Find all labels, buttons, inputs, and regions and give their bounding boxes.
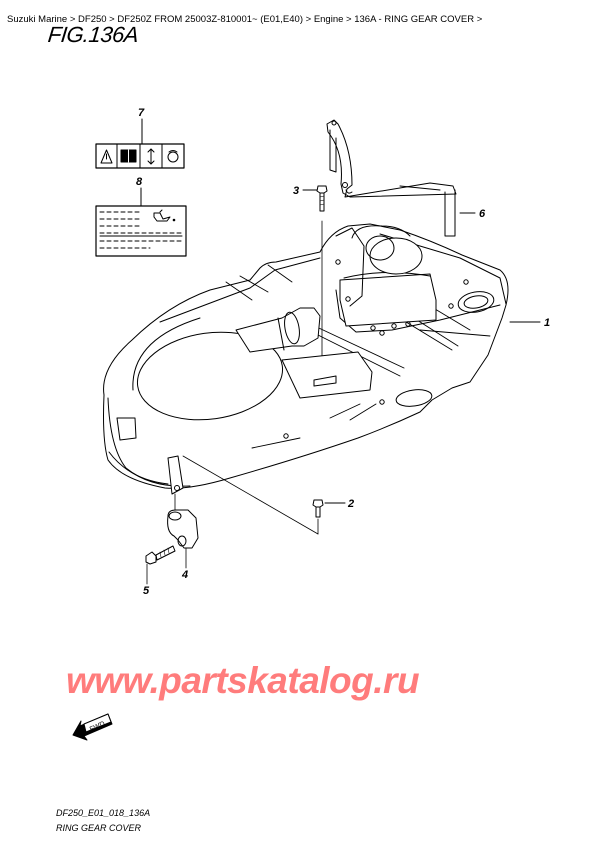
callout-7: 7 — [138, 107, 145, 119]
breadcrumb-item-engine[interactable]: Engine — [313, 14, 344, 25]
fwd-direction-icon: FWD — [72, 713, 113, 741]
callout-6: 6 — [479, 208, 486, 220]
breadcrumb-separator: > — [106, 14, 118, 25]
warning-triangle-icon — [100, 149, 113, 164]
callout-1: 1 — [544, 317, 550, 329]
callout-4: 4 — [181, 569, 188, 581]
up-down-arrow-icon — [147, 148, 155, 165]
breadcrumb-item-suzuki-marine[interactable]: Suzuki Marine — [7, 14, 68, 25]
breadcrumb-item-ring-gear-cover[interactable]: 136A - RING GEAR COVER — [354, 14, 475, 25]
oil-caution-label-part-8[interactable]: 8 — [95, 176, 187, 257]
breadcrumb-separator: > — [343, 14, 355, 25]
bolt-part-2[interactable]: 2 — [312, 498, 354, 535]
engine-cover-icon — [167, 150, 179, 163]
breadcrumb-separator: > — [67, 14, 79, 25]
oil-can-icon — [153, 209, 176, 222]
breadcrumb-item-model[interactable]: DF250Z FROM 25003Z-810001~ (E01,E40) — [117, 14, 303, 25]
drawing-code: DF250_E01_018_136A — [56, 808, 151, 818]
hose-guide-bracket-part-6[interactable]: 6 — [326, 119, 486, 237]
ring-gear-cover-part-1[interactable]: 1 — [103, 223, 551, 495]
breadcrumb: Suzuki Marine > DF250 > DF250Z FROM 2500… — [7, 14, 482, 25]
breadcrumb-separator: > — [302, 14, 314, 25]
callout-5: 5 — [143, 585, 150, 597]
warning-label-part-7[interactable]: 7 — [95, 107, 185, 169]
callout-2: 2 — [347, 498, 354, 510]
watermark: www.partskatalog.ru — [66, 660, 420, 701]
breadcrumb-separator: > — [474, 14, 483, 25]
bolt-part-5[interactable]: 5 — [143, 545, 176, 597]
drawing-name: RING GEAR COVER — [56, 823, 142, 833]
callout-8: 8 — [136, 176, 143, 188]
callout-3: 3 — [293, 185, 299, 197]
bracket-part-4[interactable]: 4 — [167, 493, 199, 581]
manual-book-icon — [120, 149, 137, 163]
bolt-part-3[interactable]: 3 — [293, 185, 328, 371]
breadcrumb-item-df250[interactable]: DF250 — [78, 14, 107, 25]
